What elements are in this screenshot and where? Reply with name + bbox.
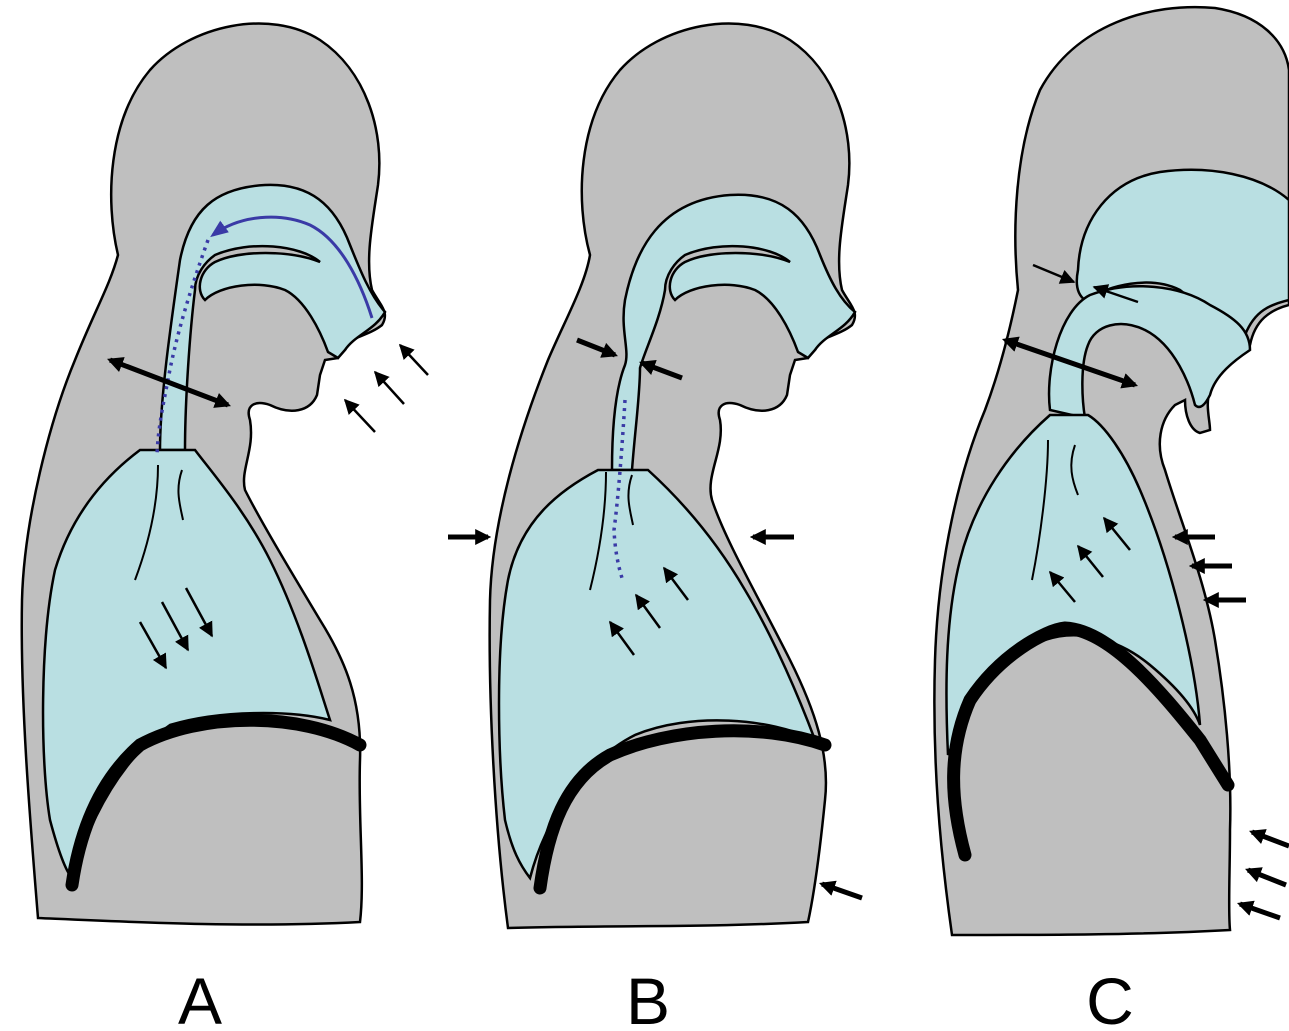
bold-arrow-icon <box>822 884 862 898</box>
bold-arrow-icon <box>1252 832 1289 846</box>
bold-arrow-icon <box>1240 904 1280 918</box>
panel-a: A <box>22 24 428 1031</box>
thin-arrow-icon <box>375 372 404 404</box>
panel-label: C <box>1086 964 1134 1031</box>
panel-label: B <box>626 964 670 1031</box>
bold-arrow-icon <box>1248 870 1286 885</box>
thin-arrow-icon <box>400 345 428 375</box>
panel-c: C <box>934 7 1289 1031</box>
panel-b: B <box>448 24 862 1031</box>
thin-arrow-icon <box>345 400 375 432</box>
panel-label: A <box>178 964 222 1031</box>
